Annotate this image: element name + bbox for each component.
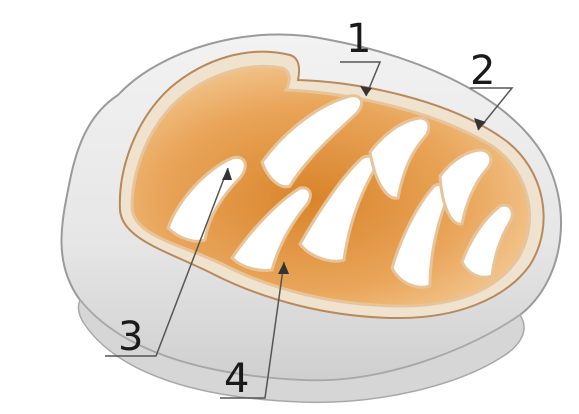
label-2: 2 bbox=[470, 48, 495, 94]
label-4: 4 bbox=[224, 356, 249, 402]
label-1: 1 bbox=[346, 16, 371, 62]
label-3: 3 bbox=[118, 314, 143, 360]
